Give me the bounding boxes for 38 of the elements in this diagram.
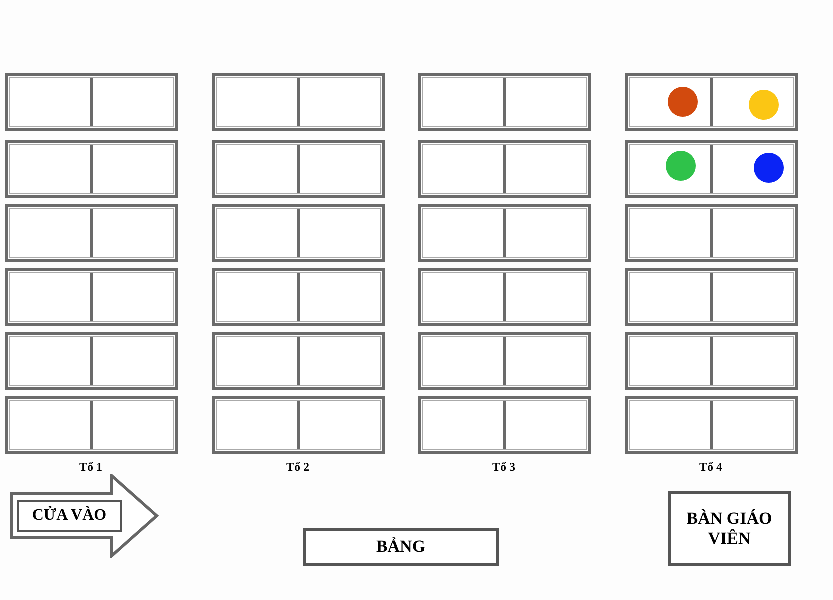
student-desk <box>625 204 798 262</box>
student-desk <box>5 73 178 131</box>
student-desk <box>5 396 178 454</box>
student-desk <box>418 332 591 390</box>
group-label: Tổ 4 <box>700 460 722 475</box>
student-desk <box>5 140 178 198</box>
group-label: Tổ 3 <box>492 460 516 475</box>
colored-dot <box>666 151 696 181</box>
door-label: CỬA VÀO <box>32 507 107 525</box>
student-desk <box>625 140 798 198</box>
teacher-desk-label: BÀN GIÁO VIÊN <box>686 508 774 548</box>
student-desk <box>212 204 385 262</box>
student-desk <box>625 73 798 131</box>
student-desk <box>418 268 591 326</box>
student-desk <box>418 140 591 198</box>
student-desk <box>212 140 385 198</box>
student-desk <box>212 73 385 131</box>
colored-dot <box>668 87 698 117</box>
student-desk <box>212 332 385 390</box>
teacher-desk <box>668 491 791 566</box>
blackboard <box>303 528 499 566</box>
colored-dot <box>754 153 784 183</box>
student-desk <box>5 268 178 326</box>
student-desk <box>625 332 798 390</box>
student-desk <box>212 268 385 326</box>
entrance-arrow <box>10 474 160 558</box>
student-desk <box>418 73 591 131</box>
blackboard-label: BẢNG <box>376 537 426 557</box>
student-desk <box>625 396 798 454</box>
group-label: Tổ 2 <box>286 460 310 475</box>
colored-dot <box>749 90 779 120</box>
student-desk <box>625 268 798 326</box>
student-desk <box>418 396 591 454</box>
group-label: Tổ 1 <box>80 460 102 475</box>
student-desk <box>212 396 385 454</box>
student-desk <box>418 204 591 262</box>
student-desk <box>5 332 178 390</box>
student-desk <box>5 204 178 262</box>
